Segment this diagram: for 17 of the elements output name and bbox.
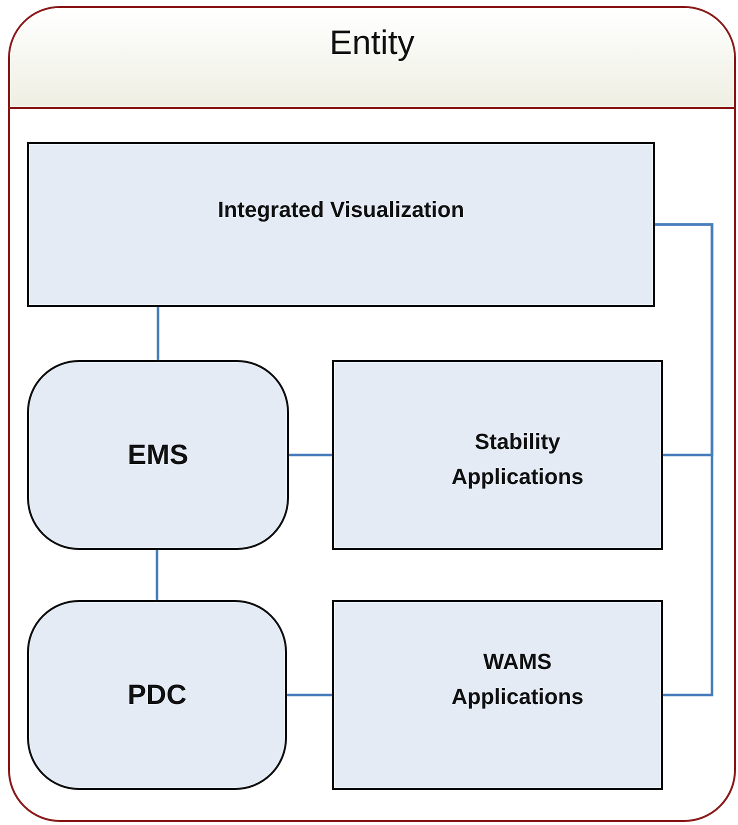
connector-line: [287, 694, 332, 696]
connector-line: [156, 550, 158, 600]
node-label: PDC: [127, 678, 187, 712]
node-label: Stability Applications: [450, 428, 584, 492]
process-box: [27, 142, 655, 307]
process-box: [332, 360, 663, 550]
container-title: Entity: [328, 24, 416, 63]
node-label: EMS: [128, 438, 188, 472]
process-box: [332, 600, 663, 790]
rounded-process-box: [27, 600, 287, 790]
rounded-process-box: [27, 360, 289, 550]
node-label: WAMS Applications: [450, 648, 584, 712]
entity-container: [8, 6, 736, 822]
connector-line: [289, 454, 332, 456]
node-label: Integrated Visualization: [218, 196, 464, 224]
connector-line: [156, 307, 160, 360]
connector-line: [655, 223, 714, 696]
